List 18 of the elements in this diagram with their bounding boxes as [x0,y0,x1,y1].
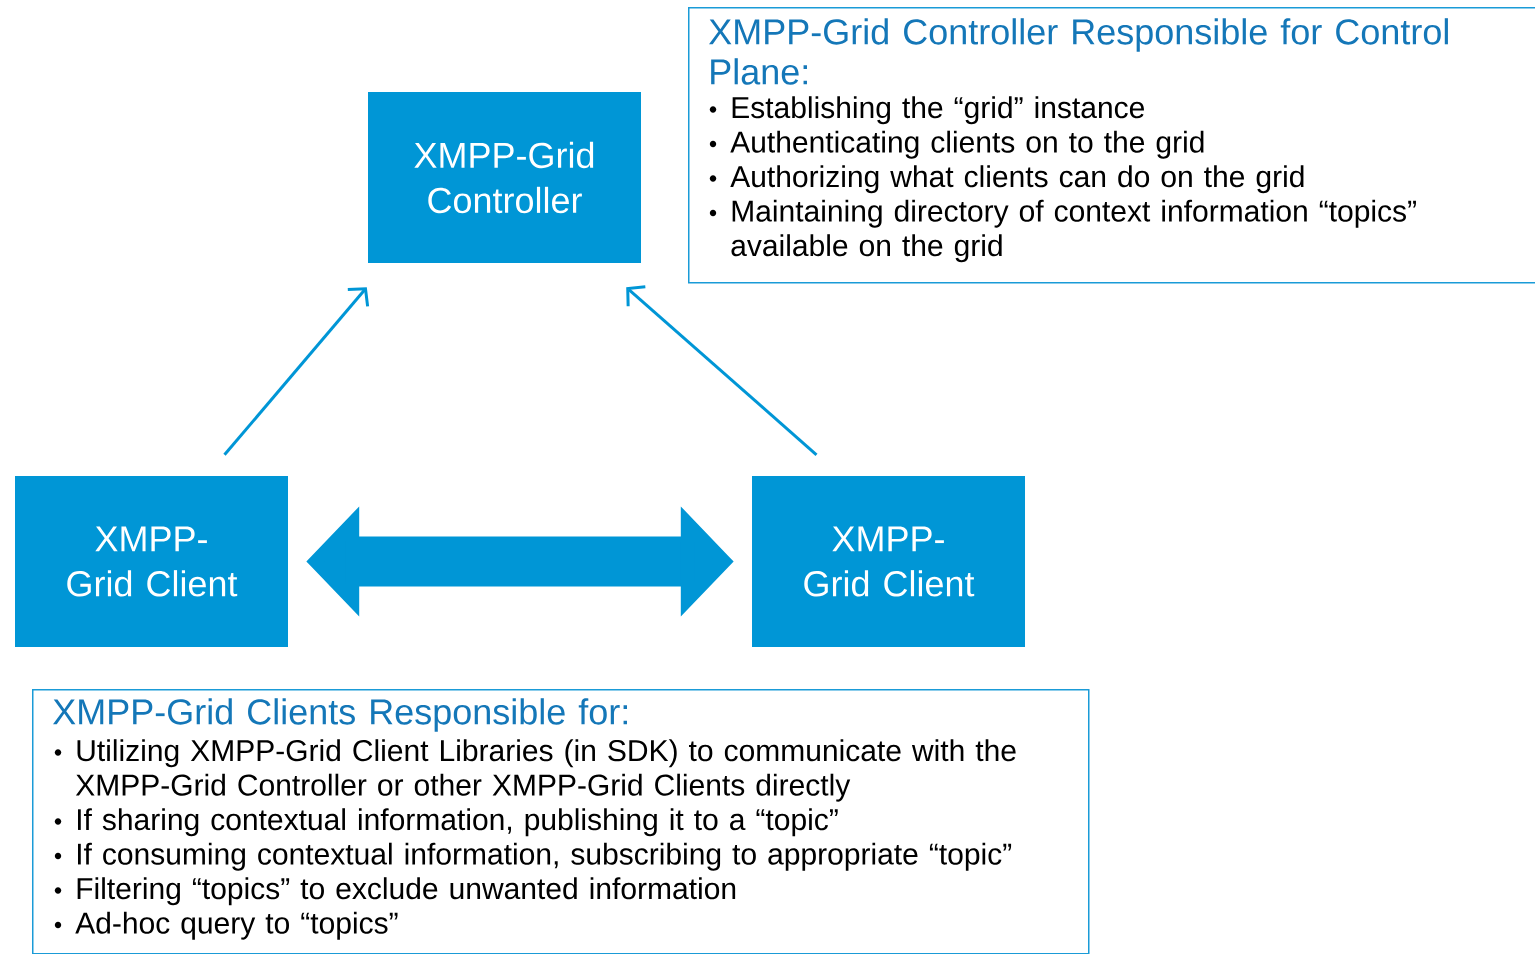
bullet-item: Utilizing XMPP-Grid Client Libraries (in SDK) to communicate with the XMPP-Grid Controller or other XMPP-Grid Clients directly [54,739,1016,802]
arrow [223,287,370,456]
bullet-item: Authenticating clients on to the grid [709,130,1204,159]
process-box: XMPP-Grid Client [15,476,288,647]
bullet-item: Establishing the “grid” instance [709,96,1144,125]
box-heading: XMPP-Grid Clients Responsible for: [53,698,627,732]
info-box [688,7,1535,284]
info-box [32,689,1090,954]
bullet-item: If consuming contextual information, subscribing to appropriate “topic” [54,842,1012,871]
process-box: XMPP-Grid Controller [368,92,641,263]
process-box: XMPP-Grid Client [752,476,1025,647]
bullet-item: Ad-hoc query to “topics” [54,911,398,940]
bullet-item: Maintaining directory of context information “topics” available on the grid [709,199,1416,263]
box-heading: XMPP-Grid Controller Responsible for Control Plane: [709,18,1448,85]
bullet-item: If sharing contextual information, publishing it to a “topic” [54,808,838,837]
bullet-item: Authorizing what clients can do on the grid [709,165,1304,194]
arrow [626,285,818,456]
bullet-item: Filtering “topics” to exclude unwanted information [54,877,736,906]
